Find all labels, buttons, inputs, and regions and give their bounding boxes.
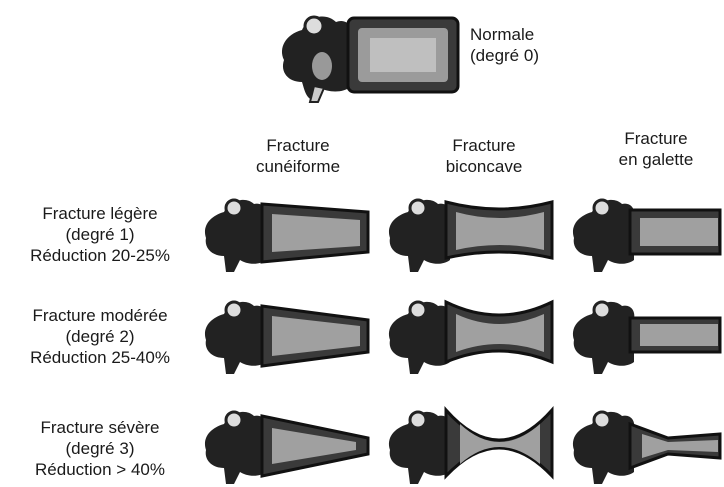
column-header-line1: Fracture: [424, 135, 544, 156]
row-label-line3: Réduction > 40%: [4, 459, 196, 480]
normal-label-line1: Normale: [470, 24, 539, 45]
vertebra-biconcave-severe: [384, 404, 556, 484]
column-header-wedge: Fracture cunéiforme: [238, 135, 358, 177]
vertebra-biconcave-moderate: [384, 294, 556, 374]
column-header-biconcave: Fracture biconcave: [424, 135, 544, 177]
row-label-line1: Fracture légère: [4, 203, 196, 224]
row-label-line2: (degré 1): [4, 224, 196, 245]
column-header-line2: en galette: [598, 149, 714, 170]
row-label-line1: Fracture sévère: [4, 417, 196, 438]
vertebra-wedge-severe: [200, 404, 372, 484]
normal-label: Normale (degré 0): [470, 24, 539, 66]
row-label-moderate: Fracture modérée (degré 2) Réduction 25-…: [4, 305, 196, 368]
column-header-line1: Fracture: [598, 128, 714, 149]
vertebra-crush-severe: [568, 404, 720, 484]
vertebra-biconcave-mild: [384, 192, 556, 272]
vertebra-normal: [274, 8, 464, 100]
row-label-line3: Réduction 20-25%: [4, 245, 196, 266]
column-header-crush: Fracture en galette: [598, 128, 714, 170]
vertebra-crush-moderate: [568, 294, 720, 374]
vertebra-posterior-elements: [282, 16, 352, 102]
column-header-line2: biconcave: [424, 156, 544, 177]
row-label-line1: Fracture modérée: [4, 305, 196, 326]
column-header-line1: Fracture: [238, 135, 358, 156]
row-label-line2: (degré 2): [4, 326, 196, 347]
row-label-line3: Réduction 25-40%: [4, 347, 196, 368]
vertebra-body: [348, 18, 458, 92]
row-label-severe: Fracture sévère (degré 3) Réduction > 40…: [4, 417, 196, 480]
normal-label-line2: (degré 0): [470, 45, 539, 66]
vertebra-wedge-moderate: [200, 294, 372, 374]
vertebra-wedge-mild: [200, 192, 372, 272]
row-label-line2: (degré 3): [4, 438, 196, 459]
row-label-mild: Fracture légère (degré 1) Réduction 20-2…: [4, 203, 196, 266]
vertebra-crush-mild: [568, 192, 720, 272]
column-header-line2: cunéiforme: [238, 156, 358, 177]
